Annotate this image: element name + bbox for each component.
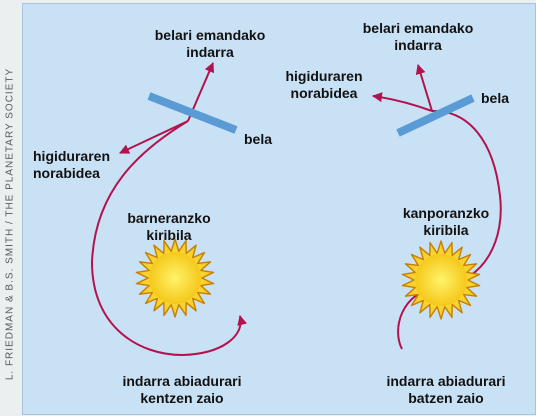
left-sail-label: bela [244, 131, 272, 148]
right-force-arrow [418, 65, 432, 111]
right-velocity-arrow [373, 96, 432, 111]
left-sun-icon [136, 239, 213, 317]
right-sun-icon [402, 241, 479, 319]
left-velocity-arrow [120, 121, 188, 153]
right-sail-label: bela [481, 90, 509, 107]
left-sail-icon [149, 96, 236, 130]
